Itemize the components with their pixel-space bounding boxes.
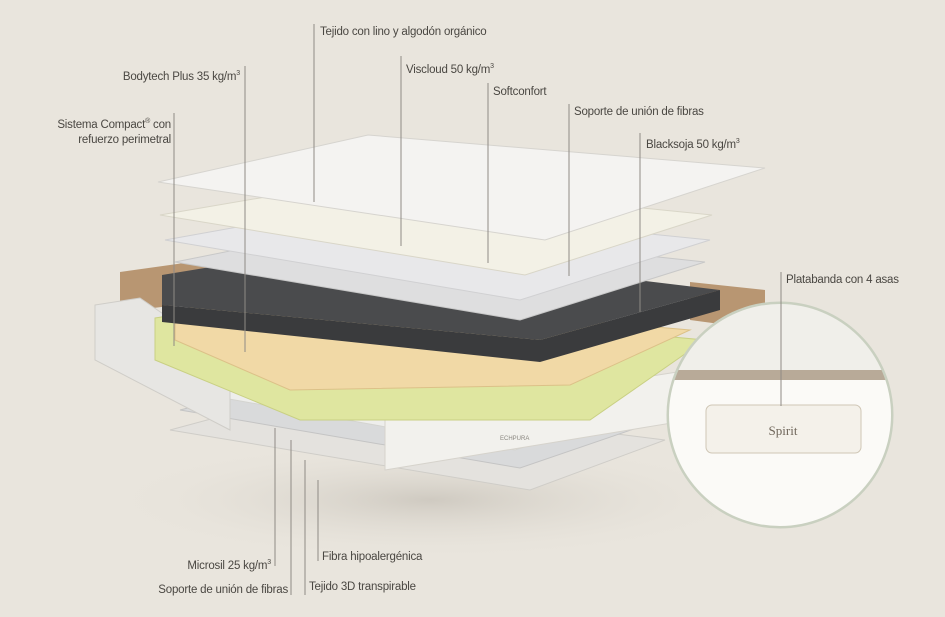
label-viscloud: Viscloud 50 kg/m3 bbox=[406, 59, 494, 78]
superscript: 3 bbox=[267, 559, 271, 566]
label-tejido-lino: Tejido con lino y algodón orgánico bbox=[320, 26, 487, 38]
label-text: Microsil 25 kg/m bbox=[187, 559, 268, 572]
handle-label: Spirit bbox=[769, 423, 798, 438]
layer-blacksoja-side bbox=[162, 290, 720, 362]
superscript: 3 bbox=[490, 63, 494, 70]
label-text: Blacksoja 50 kg/m bbox=[646, 138, 736, 151]
label-text: con bbox=[150, 118, 171, 131]
label-microsil: Microsil 25 kg/m3 bbox=[187, 555, 271, 574]
label-text: Sistema Compact bbox=[57, 118, 146, 131]
side-panel-left bbox=[94, 297, 231, 431]
label-fibra: Fibra hipoalergénica bbox=[322, 551, 423, 563]
label-sistema-compact: Sistema Compact® con refuerzo perimetral bbox=[57, 114, 171, 148]
handle-icon bbox=[705, 404, 862, 454]
leader-lines bbox=[173, 24, 782, 595]
label-text: refuerzo perimetral bbox=[78, 133, 171, 146]
detail-zoom-circle: Spirit bbox=[666, 301, 894, 529]
superscript: ® bbox=[145, 118, 151, 125]
superscript: 3 bbox=[735, 138, 740, 145]
label-blacksoja: Blacksoja 50 kg/m3 bbox=[646, 134, 740, 153]
layer-tejido-top bbox=[157, 134, 766, 241]
label-softconfort: Softconfort bbox=[493, 86, 547, 98]
label-text: Viscloud 50 kg/m bbox=[406, 63, 491, 76]
floor-shadow bbox=[100, 440, 760, 560]
label-bodytech: Bodytech Plus 35 kg/m3 bbox=[123, 66, 240, 85]
label-soporte-bottom: Soporte de unión de fibras bbox=[158, 584, 288, 596]
label-platabanda: Platabanda con 4 asas bbox=[786, 274, 899, 286]
label-tejido-3d: Tejido 3D transpirable bbox=[309, 581, 416, 593]
superscript: 3 bbox=[236, 70, 240, 77]
label-soporte-top: Soporte de unión de fibras bbox=[574, 106, 704, 118]
label-text: Bodytech Plus 35 kg/m bbox=[122, 70, 237, 83]
brand-tag: ECHPURA bbox=[500, 436, 529, 442]
